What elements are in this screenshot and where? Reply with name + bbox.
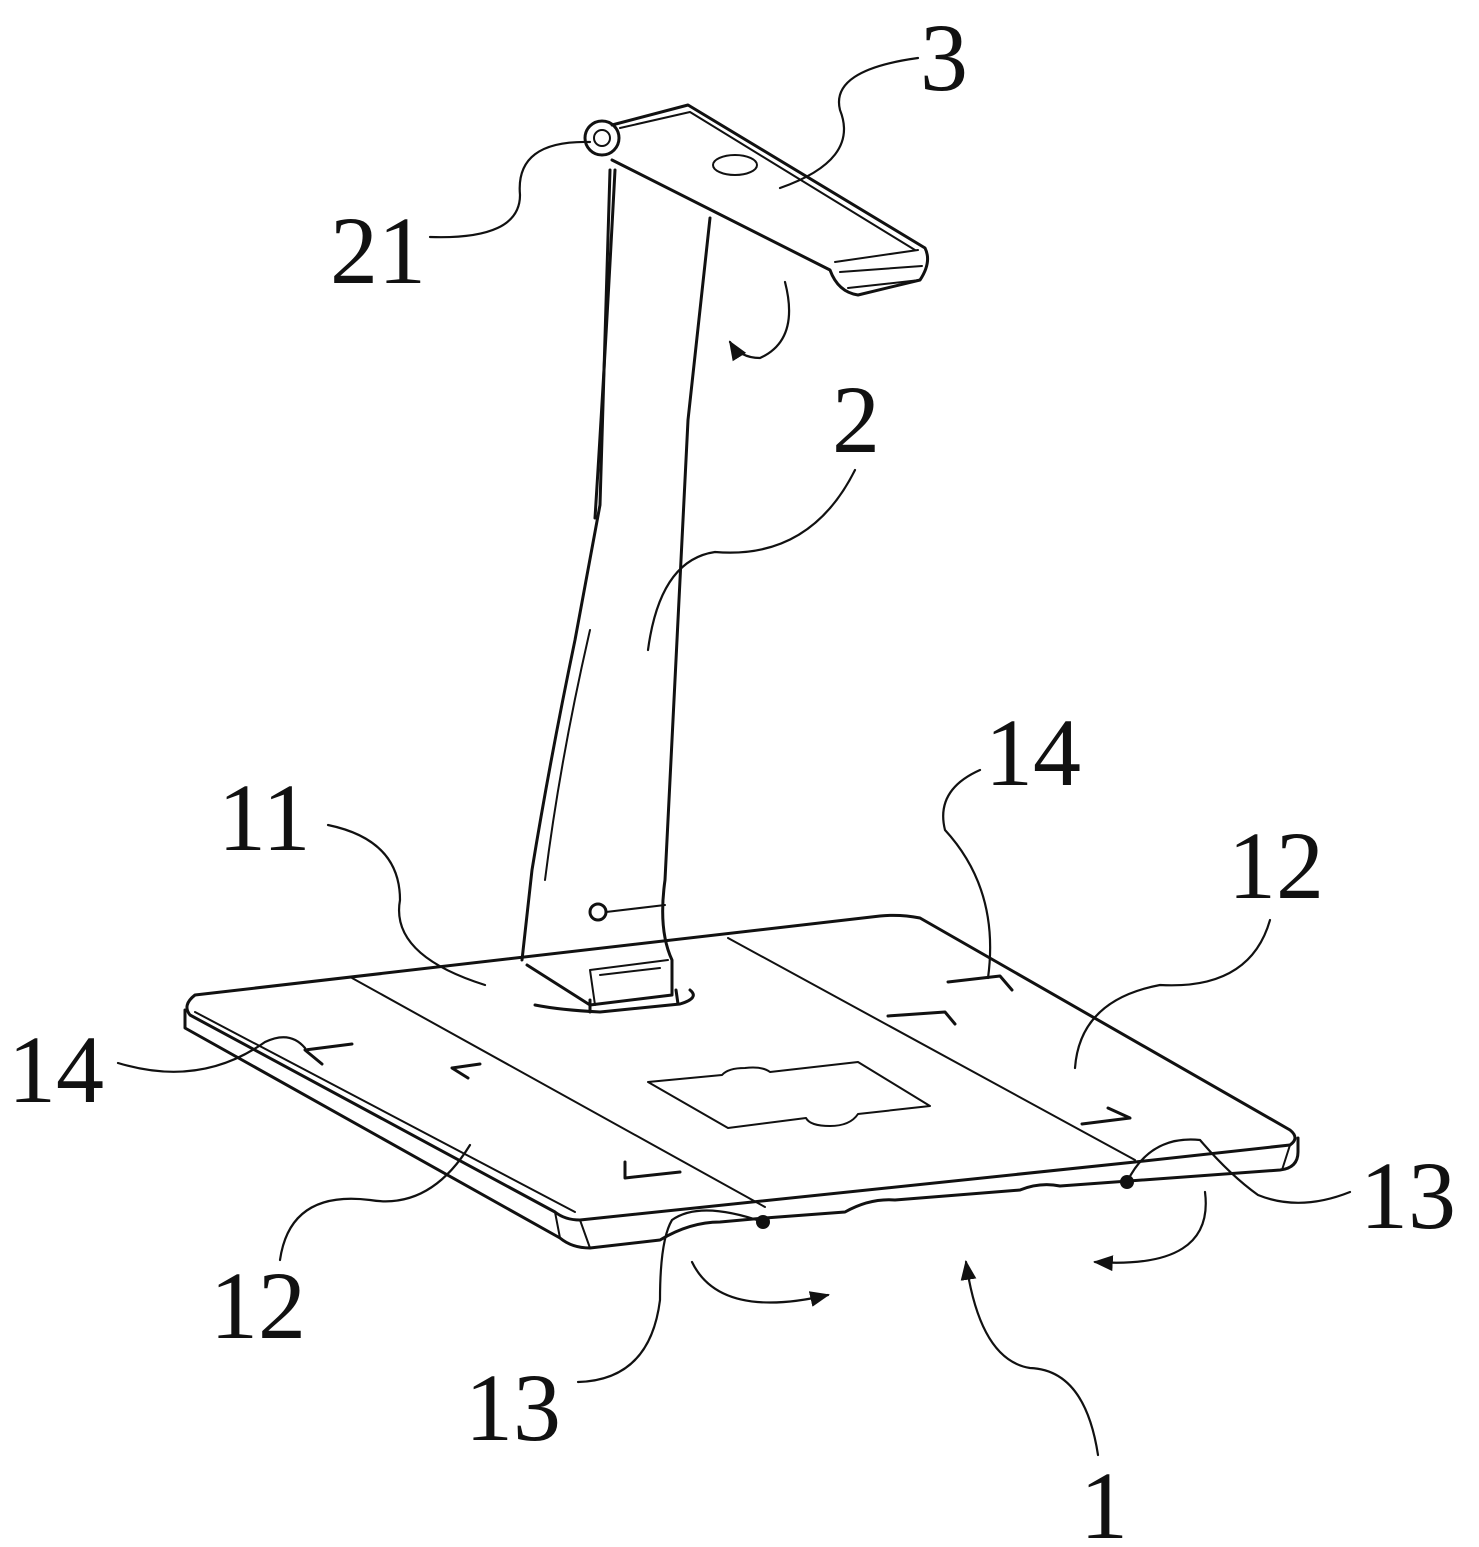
- camera-arm: [583, 103, 930, 297]
- label-21: 21: [330, 197, 426, 304]
- rotation-arrow-head: [728, 280, 791, 362]
- hinge-knob: [583, 119, 621, 157]
- label-13-right: 13: [1360, 1142, 1456, 1249]
- leader-2: [646, 468, 857, 652]
- label-14-right: 14: [985, 699, 1081, 806]
- label-3: 3: [920, 4, 968, 111]
- leader-3: [778, 56, 920, 190]
- label-14-left: 14: [8, 1016, 104, 1123]
- leader-13-right: [1125, 1138, 1352, 1204]
- leader-1: [960, 1260, 1100, 1457]
- label-11: 11: [218, 764, 310, 871]
- rotation-arrow-base-left: [690, 1260, 830, 1307]
- marker-14-right: [946, 974, 1014, 992]
- lens-icon: [712, 154, 758, 176]
- label-12-left: 12: [210, 1252, 306, 1359]
- marker-14-left: [303, 1042, 354, 1066]
- leader-21: [428, 140, 592, 239]
- label-1: 1: [1080, 1452, 1128, 1547]
- label-12-right: 12: [1228, 812, 1324, 919]
- rotation-arrow-base-right: [1093, 1190, 1207, 1272]
- leader-14-left: [116, 1036, 307, 1073]
- label-2: 2: [832, 366, 880, 473]
- leader-12-left: [278, 1143, 472, 1262]
- label-13-left: 13: [465, 1354, 561, 1461]
- central-recess: [647, 1061, 931, 1129]
- fold-line-right: [727, 937, 1136, 1161]
- leader-13-left: [576, 1209, 765, 1384]
- leader-12-right: [1073, 918, 1272, 1070]
- leader-11: [326, 823, 487, 987]
- support-column: [520, 168, 712, 1014]
- fold-line-left: [351, 977, 766, 1208]
- leader-14-right: [942, 768, 992, 980]
